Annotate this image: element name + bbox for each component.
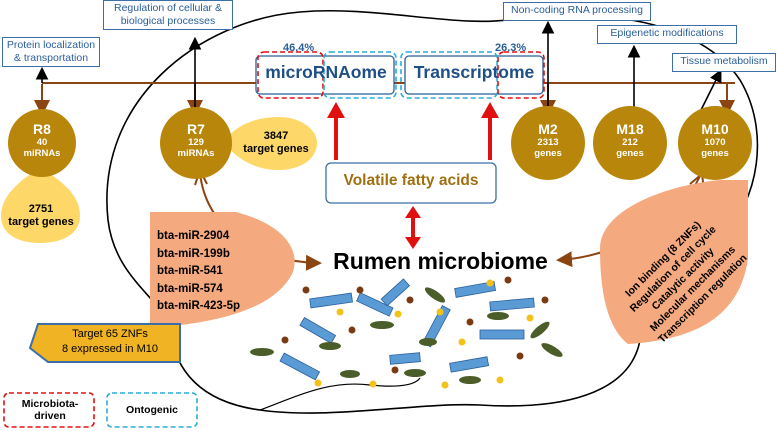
r8-targets-text: 2751 target genes [0, 203, 82, 229]
legend-ontogenic-box [106, 392, 198, 428]
m10-name: M10 [701, 121, 729, 137]
r7-count: 129 [188, 137, 204, 148]
r7-name: R7 [187, 121, 205, 137]
r7-circle [160, 107, 232, 179]
r8-text: R8 40 miRNAs [8, 121, 76, 159]
r7-targets-word: target genes [243, 143, 309, 155]
m10-functions-shape [600, 180, 748, 344]
m18-unit: genes [616, 148, 644, 159]
legend-microbiota-box [3, 392, 95, 428]
r8-name: R8 [33, 121, 51, 137]
m18-name: M18 [616, 121, 644, 137]
m10-unit: genes [701, 148, 729, 159]
vfa-label: Volatile fatty acids [343, 172, 479, 189]
tx-label: Transcriptome [413, 62, 535, 82]
red-arrowhead-tx [481, 102, 499, 118]
r7-targets-text: 3847 target genes [236, 130, 316, 156]
epigenetic-label: Epigenetic modifications [597, 25, 737, 44]
mirna-list: bta-miR-2904 bta-miR-199b bta-miR-541 bt… [157, 228, 240, 316]
r8-target-drop [1, 168, 80, 243]
transcriptome-microbiota-outline [497, 51, 545, 99]
mirna-item: bta-miR-199b [157, 247, 230, 260]
mirna-label: microRNAome [265, 62, 387, 82]
red-arrowhead-mirna [327, 102, 345, 118]
r7-target-drop [228, 117, 317, 170]
m2-text: M2 2313 genes [511, 121, 585, 159]
m10-text: M10 1070 genes [678, 121, 752, 159]
mirna-item: bta-miR-574 [157, 282, 223, 295]
m2-name: M2 [538, 121, 558, 137]
m18-count: 212 [622, 137, 638, 148]
vfa-rumen-arrowhead-up [405, 206, 421, 218]
transcriptome-ontogenic-outline [400, 51, 498, 99]
microrna-microbiota-outline [257, 51, 324, 99]
m2-count: 2313 [537, 137, 559, 148]
m2-unit: genes [534, 148, 562, 159]
legend-ontogenic-label: Ontogenic [126, 404, 178, 416]
r7-targets-num: 3847 [263, 130, 289, 142]
transcriptome-box [404, 55, 544, 95]
vfa-box [325, 162, 497, 204]
target-znf-line1: Target 65 ZNFs [72, 328, 148, 340]
m2-circle [511, 106, 585, 180]
legend-microbiota-label: Microbiota-driven [21, 398, 79, 422]
r8-unit: miRNAs [23, 148, 61, 159]
r7-unit: miRNAs [177, 148, 215, 159]
target-znf-text: Target 65 ZNFs 8 expressed in M10 [40, 327, 180, 357]
target-znf-ribbon [28, 323, 181, 363]
m18-circle [593, 106, 667, 180]
m10-circle [678, 106, 752, 180]
arrow-tissue [699, 69, 722, 113]
mirna-item: bta-miR-541 [157, 265, 223, 277]
mirna-list-shape [150, 212, 295, 328]
r8-targets-num: 2751 [28, 203, 54, 215]
target-znf-line2: 8 expressed in M10 [62, 343, 158, 355]
microbe-cluster [250, 276, 563, 389]
r7-text: R7 129 miRNAs [160, 121, 232, 159]
protein-label: Protein localization & transportation [2, 37, 100, 67]
m18-text: M18 212 genes [593, 121, 667, 159]
mirna-pct: 46.4% [283, 42, 315, 54]
tissue-label: Tissue metabolism [672, 53, 776, 72]
r8-targets-word: target genes [8, 216, 74, 228]
vfa-rumen-arrowhead-down [405, 237, 421, 249]
r8-circle [8, 109, 76, 177]
regulation-label: Regulation of cellular & biological proc… [103, 0, 233, 30]
r8-count: 40 [36, 137, 48, 148]
mirna-item: bta-miR-2904 [157, 230, 230, 242]
rumen-label: Rumen microbiome [333, 248, 548, 274]
mirna-item: bta-miR-423-5p [157, 300, 241, 312]
rumen-lower-divide [259, 377, 421, 411]
m10-count: 1070 [704, 137, 726, 148]
noncoding-label: Non-coding RNA processing [503, 2, 651, 21]
tx-pct: 26.3% [495, 42, 527, 54]
